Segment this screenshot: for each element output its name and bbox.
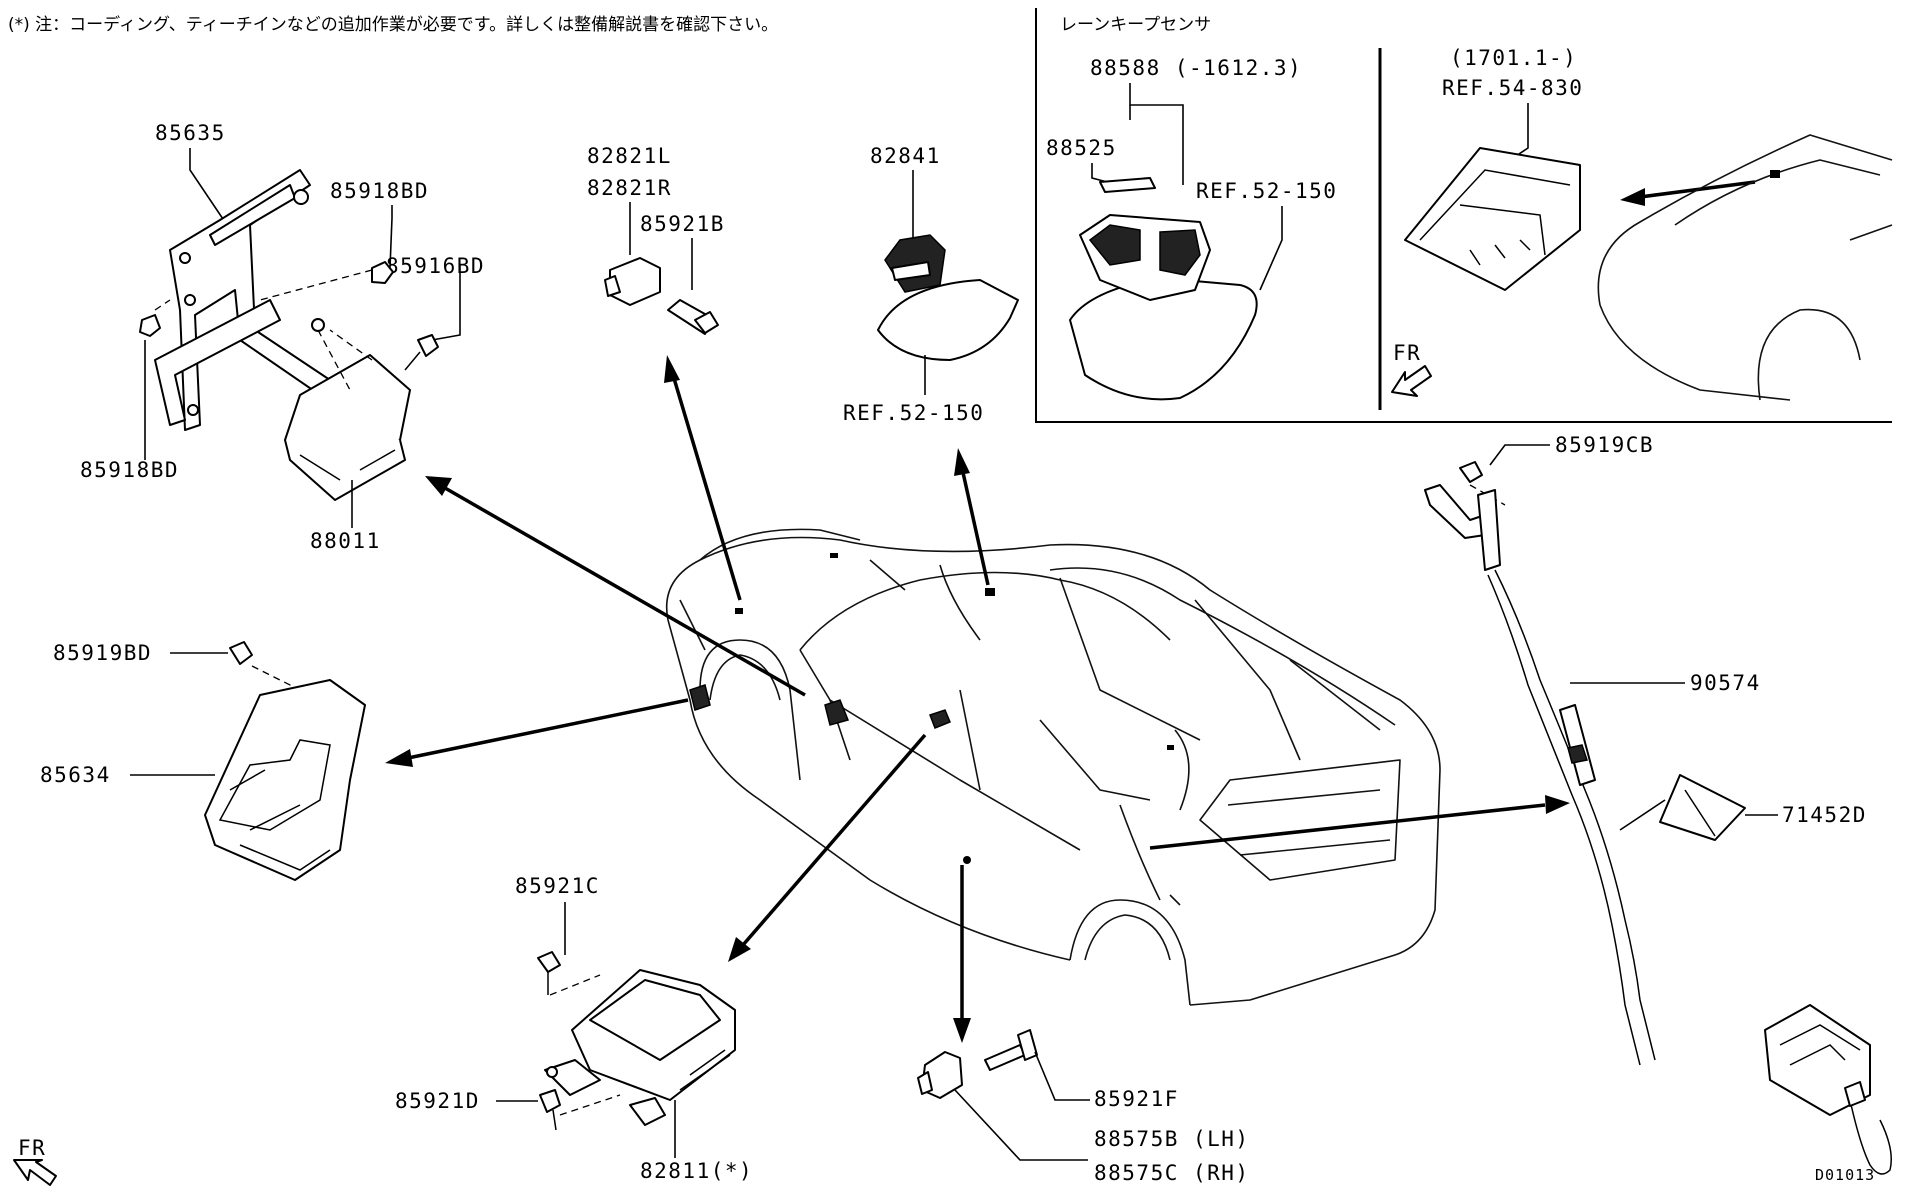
label-85919CB: 85919CB xyxy=(1555,433,1654,457)
label-85921B: 85921B xyxy=(640,212,725,236)
part-82841-assembly: 82841 REF.52-150 xyxy=(843,144,1019,425)
label-85634: 85634 xyxy=(40,763,111,787)
label-85921C: 85921C xyxy=(515,874,600,898)
label-85918BD-top: 85918BD xyxy=(330,179,429,203)
bracket-85634-assembly: 85919BD 85634 xyxy=(40,641,366,881)
label-90574: 90574 xyxy=(1690,671,1761,695)
label-85921D: 85921D xyxy=(395,1089,480,1113)
inset-title: レーンキープセンサ xyxy=(1060,15,1211,35)
label-82821L: 82821L xyxy=(587,144,672,168)
note-text: (*) 注：コーディング、ティーチインなどの追加作業が必要です。詳しくは整備解説… xyxy=(8,14,778,35)
fr-orientation-marker: FR xyxy=(13,1136,57,1186)
sensor-82821-assembly: 82821L 82821R 85921B xyxy=(587,144,725,335)
module-88011-assembly: 85635 85918BD 85916BD 85918BD 88011 xyxy=(80,121,485,553)
windshield-drawing xyxy=(1597,134,1893,401)
label-82811: 82811(*) xyxy=(640,1159,753,1183)
camera-mount-drawing xyxy=(1404,147,1581,291)
airbag-unit-82811-assembly: 85921C 85921D 82811(*) xyxy=(395,874,753,1183)
label-82821R: 82821R xyxy=(587,176,672,200)
label-85918BD-bottom: 85918BD xyxy=(80,458,179,482)
label-1701-range: (1701.1-) xyxy=(1450,46,1577,70)
label-85635: 85635 xyxy=(155,121,226,145)
diagram-code: D01013 xyxy=(1815,1166,1875,1184)
label-88011: 88011 xyxy=(310,529,381,553)
label-88575B: 88575B (LH) xyxy=(1094,1127,1250,1151)
label-85916BD: 85916BD xyxy=(386,254,485,278)
label-ref54830: REF.54-830 xyxy=(1442,76,1583,100)
fr-arrow-icon xyxy=(13,1159,57,1186)
sensor-88575-assembly: 85921F 88575B (LH) 88575C (RH) xyxy=(917,1029,1250,1185)
label-88525: 88525 xyxy=(1046,136,1117,160)
leader-arrows xyxy=(385,355,1570,1043)
inset-lane-keep-sensor: レーンキープセンサ 88588 (-1612.3) 88525 REF.52-1… xyxy=(1035,8,1893,423)
fr-label: FR xyxy=(18,1136,46,1160)
lane-keep-sensor-drawing xyxy=(1069,177,1258,401)
label-ref52150-inset: REF.52-150 xyxy=(1196,179,1337,203)
harness-90574-assembly: 85919CB 90574 71452D xyxy=(1424,433,1892,1175)
label-ref52150: REF.52-150 xyxy=(843,401,984,425)
fr-arrow-icon xyxy=(1391,365,1432,397)
label-71452D: 71452D xyxy=(1782,803,1867,827)
label-85919BD: 85919BD xyxy=(53,641,152,665)
inset-fr-label: FR xyxy=(1393,341,1421,365)
label-88588: 88588 (-1612.3) xyxy=(1090,56,1302,80)
label-88575C: 88575C (RH) xyxy=(1094,1161,1250,1185)
label-85921F: 85921F xyxy=(1094,1087,1179,1111)
label-82841: 82841 xyxy=(870,144,941,168)
vehicle-outline xyxy=(666,528,1441,1006)
